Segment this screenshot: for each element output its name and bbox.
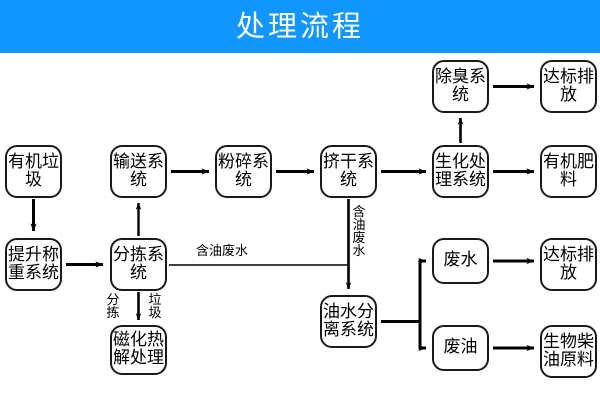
node-waste-oil[interactable]: 废油 — [432, 325, 489, 371]
node-biochemical-treatment[interactable]: 生化处理系统 — [432, 145, 489, 198]
node-crushing[interactable]: 粉碎系统 — [215, 145, 272, 198]
node-lifting-weighing[interactable]: 提升称重系统 — [5, 238, 62, 291]
node-conveying[interactable]: 输送系统 — [110, 145, 167, 198]
edge-label-garbage: 垃圾 — [148, 293, 162, 321]
node-deodorization[interactable]: 除臭系统 — [432, 60, 489, 113]
node-squeeze-drying[interactable]: 挤干系统 — [320, 145, 377, 198]
node-compliant-discharge-bottom[interactable]: 达标排放 — [540, 238, 597, 291]
edge-label-oily-wastewater-vertical: 含油废水 — [352, 205, 366, 259]
node-oil-water-separation[interactable]: 油水分离系统 — [320, 295, 377, 348]
page-title: 处理流程 — [235, 9, 364, 43]
node-organic-fertilizer[interactable]: 有机肥料 — [540, 145, 597, 198]
edge-oilwater-to-wasteoil — [418, 321, 427, 352]
node-organic-waste[interactable]: 有机垃圾 — [5, 145, 62, 198]
node-waste-water[interactable]: 废水 — [432, 238, 489, 284]
edge-oilwater-to-wastewater — [418, 257, 427, 322]
edge-label-oily-wastewater-horizontal: 含油废水 — [196, 244, 249, 259]
edge-label-sorting: 分拣 — [106, 293, 120, 321]
node-biodiesel-feedstock[interactable]: 生物柴油原料 — [540, 325, 597, 378]
node-compliant-discharge-top[interactable]: 达标排放 — [540, 60, 597, 113]
node-sorting[interactable]: 分拣系统 — [110, 238, 167, 291]
node-magnetic-pyrolysis[interactable]: 磁化热解处理 — [110, 325, 167, 375]
header-banner: 处理流程 — [0, 0, 600, 53]
